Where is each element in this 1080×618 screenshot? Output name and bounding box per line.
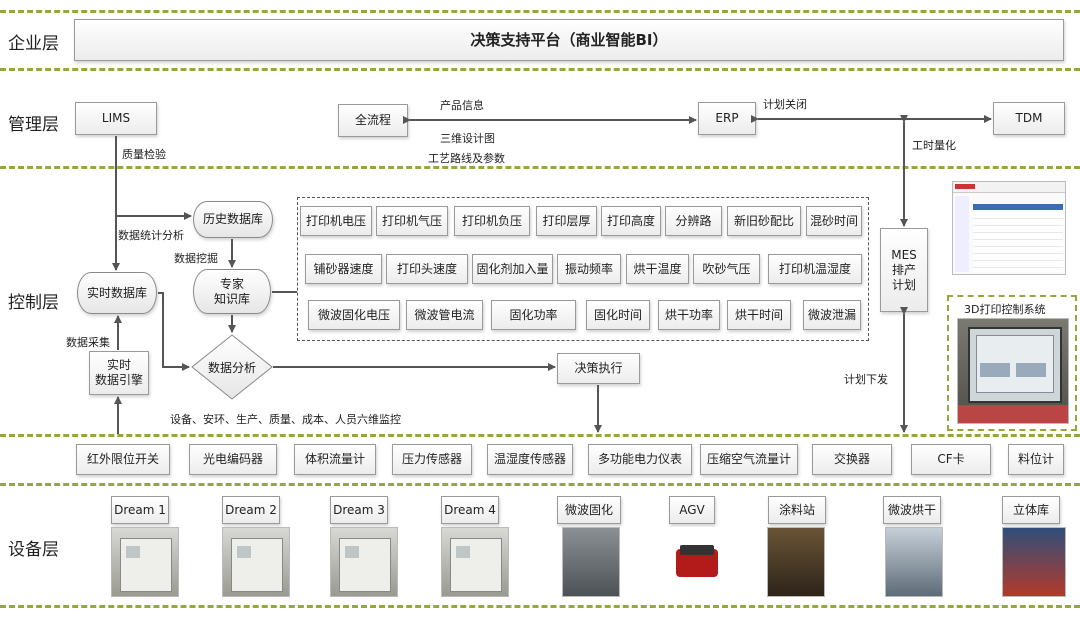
- mes-box[interactable]: MES 排产 计划: [880, 228, 928, 312]
- device-image: [767, 527, 825, 597]
- full-process-box[interactable]: 全流程: [338, 104, 408, 137]
- device-label: AGV: [669, 496, 715, 524]
- device-label: Dream 2: [222, 496, 280, 524]
- sensor-box[interactable]: 多功能电力仪表: [588, 444, 692, 475]
- param-box[interactable]: 烘干温度: [626, 254, 689, 284]
- param-box[interactable]: 打印机温湿度: [768, 254, 862, 284]
- expert-kb-label: 专家 知识库: [213, 276, 250, 306]
- separator-control: [0, 434, 1080, 437]
- data-analysis-label: 数据分析: [207, 361, 256, 375]
- device-image: [1002, 527, 1066, 597]
- arrow-realtime-diamond: [158, 292, 190, 371]
- param-box[interactable]: 烘干时间: [727, 300, 791, 330]
- separator-top: [0, 10, 1080, 13]
- device-label: 微波固化: [557, 496, 621, 524]
- data-analysis-diamond-shape: [191, 334, 273, 400]
- realtime-engine-box[interactable]: 实时 数据引擎: [89, 351, 149, 395]
- label-six-dim: 设备、安环、生产、质量、成本、人员六维监控: [170, 413, 401, 426]
- param-box[interactable]: 打印机负压: [454, 206, 530, 236]
- sensor-box[interactable]: CF卡: [911, 444, 991, 475]
- tdm-box[interactable]: TDM: [993, 102, 1065, 135]
- control-system-image: [957, 318, 1069, 424]
- label-plan-dispatch: 计划下发: [844, 373, 888, 386]
- device-image: [668, 527, 724, 597]
- history-db-cylinder[interactable]: 历史数据库: [193, 201, 273, 238]
- sensor-box[interactable]: 交换器: [812, 444, 892, 475]
- lims-box[interactable]: LIMS: [75, 102, 157, 135]
- layer-label-equipment: 设备层: [8, 540, 59, 560]
- label-product-info: 产品信息: [440, 99, 484, 112]
- label-data-mining: 数据挖掘: [174, 252, 218, 265]
- param-box[interactable]: 混砂时间: [806, 206, 862, 236]
- layer-label-control: 控制层: [8, 293, 59, 313]
- sensor-box[interactable]: 料位计: [1008, 444, 1064, 475]
- device-label: Dream 3: [330, 496, 388, 524]
- param-box[interactable]: 打印层厚: [536, 206, 597, 236]
- param-box[interactable]: 固化剂加入量: [472, 254, 553, 284]
- label-process-route: 工艺路线及参数: [428, 152, 505, 165]
- label-data-stats: 数据统计分析: [118, 229, 184, 242]
- param-box[interactable]: 固化时间: [586, 300, 650, 330]
- sensor-box[interactable]: 压缩空气流量计: [700, 444, 798, 475]
- control-system-title: 3D打印控制系统: [964, 303, 1046, 316]
- param-box[interactable]: 微波泄漏: [803, 300, 861, 330]
- data-analysis-diamond[interactable]: 数据分析: [191, 334, 273, 400]
- decision-exec-box[interactable]: 决策执行: [557, 353, 640, 384]
- layer-label-enterprise: 企业层: [8, 34, 59, 54]
- sensor-box[interactable]: 体积流量计: [294, 444, 376, 475]
- realtime-db-cylinder[interactable]: 实时数据库: [77, 272, 157, 314]
- device-image: [330, 527, 398, 597]
- parameter-panel: [297, 197, 869, 341]
- label-3d-design: 三维设计图: [440, 132, 495, 145]
- sensor-box[interactable]: 压力传感器: [392, 444, 472, 475]
- param-box[interactable]: 打印高度: [601, 206, 661, 236]
- separator-sensors: [0, 483, 1080, 486]
- device-image: [111, 527, 179, 597]
- device-label: 立体库: [1002, 496, 1060, 524]
- label-plan-close: 计划关闭: [763, 98, 807, 111]
- device-image: [562, 527, 620, 597]
- control-system-panel: [947, 295, 1077, 431]
- param-box[interactable]: 固化功率: [491, 300, 576, 330]
- sensor-box[interactable]: 红外限位开关: [76, 444, 170, 475]
- expert-kb-cylinder[interactable]: 专家 知识库: [193, 269, 271, 314]
- device-image: [885, 527, 943, 597]
- device-label: Dream 1: [111, 496, 169, 524]
- separator-bottom: [0, 605, 1080, 608]
- param-box[interactable]: 分辨路: [665, 206, 722, 236]
- param-box[interactable]: 烘干功率: [658, 300, 720, 330]
- param-box[interactable]: 微波固化电压: [308, 300, 400, 330]
- label-data-collect: 数据采集: [66, 336, 110, 349]
- separator-enterprise: [0, 68, 1080, 71]
- param-box[interactable]: 振动频率: [557, 254, 621, 284]
- param-box[interactable]: 打印机电压: [300, 206, 372, 236]
- separator-management: [0, 166, 1080, 169]
- param-box[interactable]: 新旧砂配比: [727, 206, 801, 236]
- mes-screenshot-image: [952, 181, 1066, 275]
- sensor-box[interactable]: 光电编码器: [189, 444, 277, 475]
- device-image: [222, 527, 290, 597]
- label-quality-check: 质量检验: [122, 148, 166, 161]
- label-work-hours: 工时量化: [912, 139, 956, 152]
- device-label: 涂料站: [768, 496, 826, 524]
- device-label: Dream 4: [441, 496, 499, 524]
- param-box[interactable]: 打印机气压: [376, 206, 448, 236]
- param-box[interactable]: 吹砂气压: [693, 254, 760, 284]
- realtime-engine-label: 实时 数据引擎: [94, 358, 143, 387]
- param-box[interactable]: 铺砂器速度: [305, 254, 382, 284]
- layer-label-management: 管理层: [8, 115, 59, 135]
- param-box[interactable]: 打印头速度: [386, 254, 468, 284]
- sensor-box[interactable]: 温湿度传感器: [487, 444, 573, 475]
- device-image: [441, 527, 509, 597]
- decision-platform-box[interactable]: 决策支持平台（商业智能BI）: [74, 19, 1064, 61]
- device-label: 微波烘干: [883, 496, 941, 524]
- mes-label: MES 排产 计划: [891, 247, 917, 292]
- param-box[interactable]: 微波管电流: [406, 300, 483, 330]
